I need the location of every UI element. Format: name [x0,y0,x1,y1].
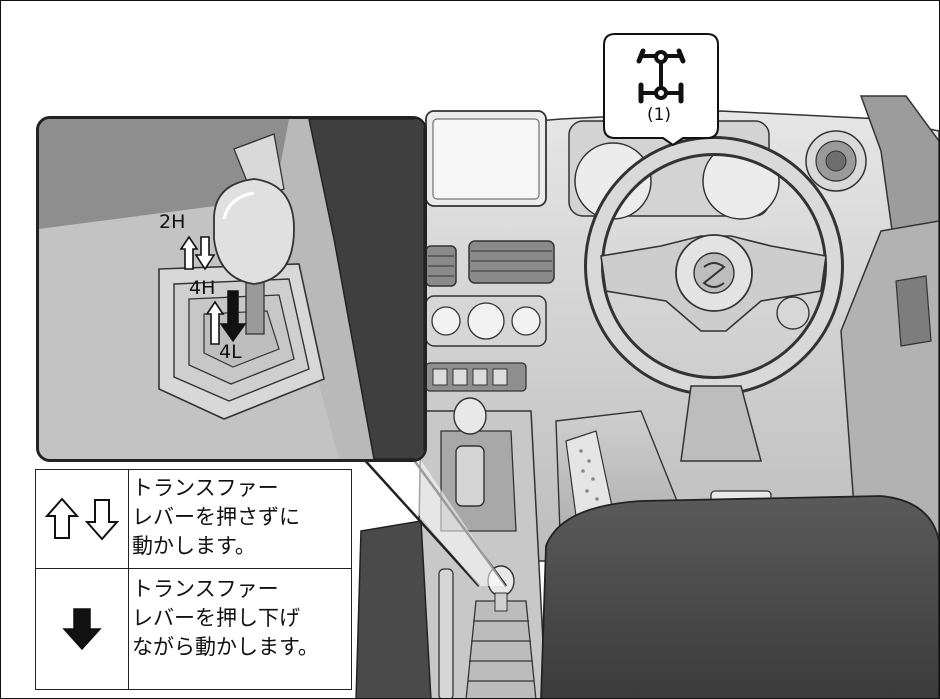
legend-icon-cell [36,470,129,568]
legend-row-no-press: トランスファー レバーを押さずに 動かします。 [36,470,351,569]
lever-operation-legend: トランスファー レバーを押さずに 動かします。 トランスファー レバーを押し下げ… [35,469,352,690]
down-solid-arrow-icon [62,608,102,651]
4wd-indicator-callout [603,33,719,146]
legend-line: レバーを押し下げ [132,606,300,630]
mode-label-4l: 4L [219,341,242,363]
callout-label: (1) [646,105,672,125]
legend-line: 動かします。 [132,534,256,558]
4wd-drivetrain-icon [636,48,686,104]
legend-row-press-down: トランスファー レバーを押し下げ ながら動かします。 [36,569,351,689]
mode-label-2h: 2H [159,211,186,233]
legend-text-no-press: トランスファー レバーを押さずに 動かします。 [132,470,347,572]
legend-line: トランスファー [132,577,279,601]
legend-icon-cell [36,569,129,689]
legend-line: レバーを押さずに [132,505,300,529]
legend-line: トランスファー [132,476,279,500]
up-down-outline-arrows-icon [44,497,120,541]
transfer-lever-inset: 2H 4H 4L [36,116,427,462]
mode-label-4h: 4H [189,277,216,299]
legend-line: ながら動かします。 [132,635,319,659]
legend-text-press-down: トランスファー レバーを押し下げ ながら動かします。 [132,569,347,695]
transfer-lever-illustration [39,119,424,459]
